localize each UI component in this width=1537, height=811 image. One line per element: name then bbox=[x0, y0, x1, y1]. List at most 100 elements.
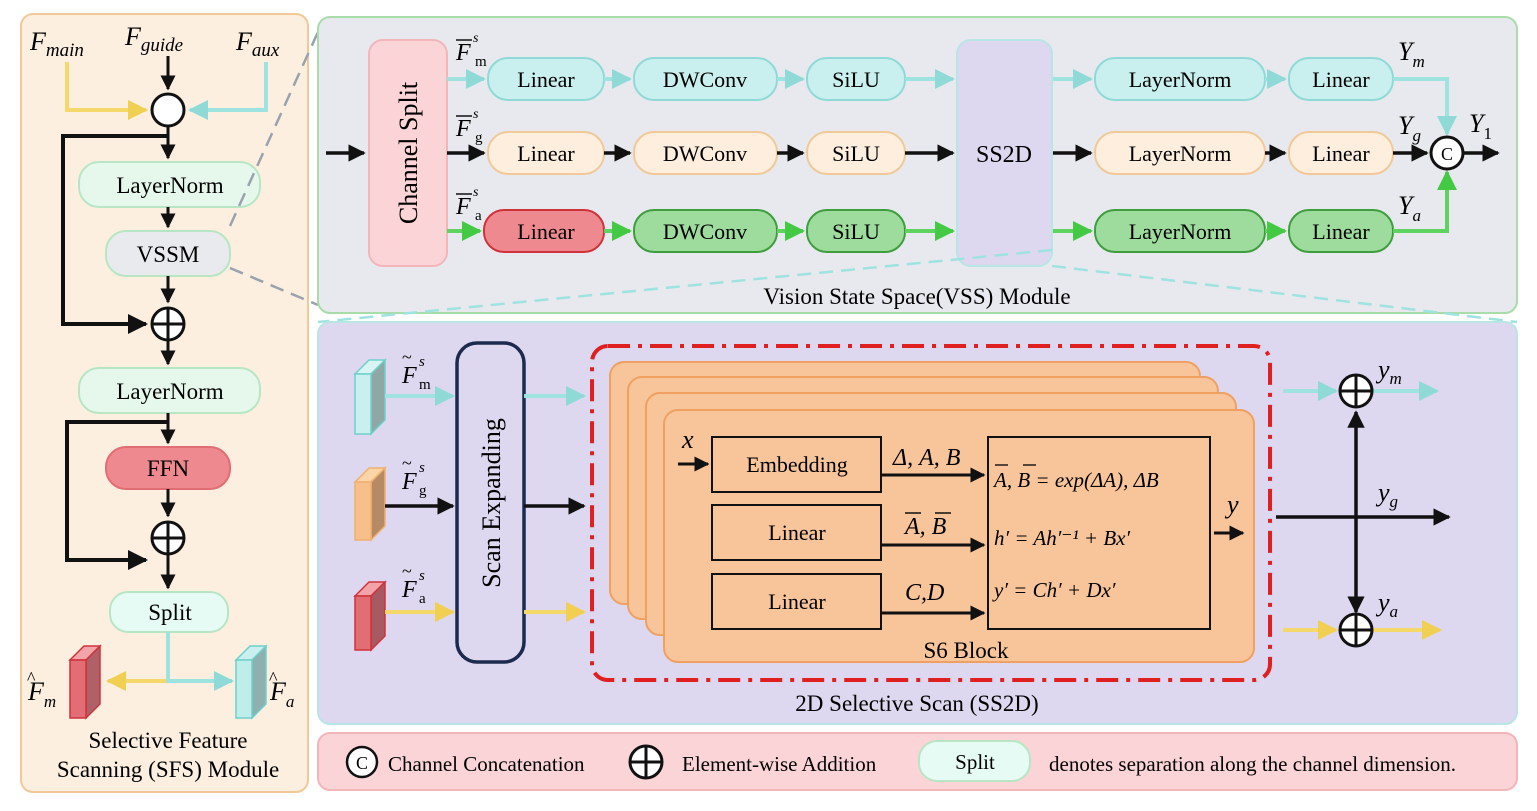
s6-eq-1: A, B = exp(ΔA), ΔB bbox=[992, 464, 1159, 492]
zoom-line-ss2d-right bbox=[1051, 264, 1518, 324]
svg-text:s: s bbox=[419, 354, 425, 370]
sfs-output-m-hat: ^ bbox=[27, 668, 36, 688]
sfs-input-aux: Faux bbox=[235, 27, 280, 61]
s6-dashdot-frame bbox=[590, 344, 1272, 682]
svg-text:m: m bbox=[419, 377, 431, 393]
s6-x-label: x bbox=[681, 425, 694, 454]
vss-g-linear2-label: Linear bbox=[1312, 141, 1370, 166]
vss-g-layernorm-label: LayerNorm bbox=[1129, 141, 1232, 166]
vss-g-dwconv-label: DWConv bbox=[663, 141, 747, 166]
vss-m-layernorm-label: LayerNorm bbox=[1129, 67, 1232, 92]
svg-text:a: a bbox=[419, 591, 426, 607]
sfs-aux-arrow bbox=[188, 62, 268, 120]
legend-add-icon bbox=[628, 744, 664, 780]
s6-linear-1-label: Linear bbox=[768, 520, 826, 545]
sfs-ffn-label: FFN bbox=[147, 456, 190, 481]
svg-text:F: F bbox=[401, 577, 417, 603]
vss-a-silu-label: SiLU bbox=[832, 219, 880, 244]
vss-caption: Vision State Space(VSS) Module bbox=[763, 284, 1070, 309]
vss-g-linear-label: Linear bbox=[517, 141, 575, 166]
legend-concat-icon bbox=[345, 745, 379, 779]
ss2d-add-m bbox=[1338, 373, 1374, 409]
ss2d-out-a-label: ya bbox=[1375, 588, 1398, 621]
svg-text:s: s bbox=[419, 460, 425, 476]
s6-label-1: Δ, A, B bbox=[892, 445, 961, 471]
legend-panel bbox=[317, 732, 1518, 791]
sfs-input-guide: Fguide bbox=[124, 22, 183, 56]
sfs-vssm-label: VSSM bbox=[137, 242, 200, 267]
s6-caption: S6 Block bbox=[924, 638, 1009, 663]
vss-m-linear2-label: Linear bbox=[1312, 67, 1370, 92]
s6-embedding-label: Embedding bbox=[746, 452, 847, 477]
s6-equations-box bbox=[987, 436, 1211, 630]
vss-final-out: Y1 bbox=[1469, 109, 1492, 143]
vss-row-g: Linear DWConv SiLU LayerNorm Linear Yg bbox=[447, 111, 1429, 175]
vss-a-linear2-label: Linear bbox=[1312, 219, 1370, 244]
sfs-split-label: Split bbox=[148, 600, 192, 625]
s6-label-2: A, B bbox=[903, 512, 951, 540]
svg-text:s: s bbox=[473, 31, 479, 46]
vss-m-linear-label: Linear bbox=[517, 67, 575, 92]
vss-module: Channel Split F s m F s g F s a Linear bbox=[317, 16, 1518, 314]
sfs-output-tensor-a bbox=[234, 644, 268, 720]
vss-input-label-m: F s m bbox=[455, 31, 487, 70]
sfs-merge-circle bbox=[150, 92, 186, 128]
ss2d-input-label-a: F ~ s a bbox=[401, 561, 426, 607]
svg-text:s: s bbox=[473, 107, 479, 122]
ss2d-out-g-label: yg bbox=[1375, 478, 1398, 511]
sfs-input-main: Fmain bbox=[29, 27, 84, 61]
vss-a-linear-label: Linear bbox=[517, 219, 575, 244]
vss-row-m: Linear DWConv SiLU LayerNorm Linear Ym bbox=[447, 37, 1457, 136]
s6-eq-3: y′ = Ch′ + Dx′ bbox=[992, 578, 1116, 602]
sfs-residual-arrow-1 bbox=[61, 134, 168, 334]
sfs-residual-arrow-2 bbox=[65, 420, 168, 570]
svg-text:m: m bbox=[475, 54, 487, 70]
ss2d-input-tensor-m bbox=[353, 358, 387, 436]
s6-linear-2 bbox=[711, 573, 882, 630]
legend: C Channel Concatenation Element-wise Add… bbox=[317, 732, 1518, 791]
vss-m-dwconv-label: DWConv bbox=[663, 67, 747, 92]
svg-text:F: F bbox=[401, 363, 417, 389]
vss-input-label-g: F s g bbox=[455, 107, 483, 146]
legend-concat-symbol: C bbox=[356, 753, 368, 773]
sfs-output-a-label: Fa bbox=[269, 677, 294, 711]
svg-text:F: F bbox=[455, 116, 471, 142]
vss-a-dwconv-label: DWConv bbox=[663, 219, 747, 244]
sfs-layernorm-2-label: LayerNorm bbox=[116, 379, 223, 404]
legend-split-desc: denotes separation along the channel dim… bbox=[1049, 752, 1456, 776]
s6-label-3: C,D bbox=[905, 580, 944, 606]
svg-text:F: F bbox=[455, 40, 471, 66]
sfs-output-m-label: Fm bbox=[27, 677, 56, 711]
ss2d-module: F ~ s m F ~ s g F ~ s a Scan Expanding bbox=[317, 321, 1518, 725]
zoom-line-ss2d-left bbox=[317, 248, 1053, 324]
vss-out-g: Yg bbox=[1398, 111, 1421, 145]
ss2d-input-label-m: F ~ s m bbox=[401, 347, 431, 393]
vss-ss2d-block bbox=[956, 39, 1053, 267]
vss-ss2d-label: SS2D bbox=[976, 142, 1032, 168]
s6-linear-2-label: Linear bbox=[768, 589, 826, 614]
ss2d-input-label-g: F ~ s g bbox=[401, 453, 427, 499]
svg-text:F: F bbox=[455, 194, 471, 220]
svg-text:g: g bbox=[419, 483, 427, 499]
zoom-line-top bbox=[228, 31, 320, 227]
s6-y-label: y bbox=[1224, 490, 1239, 519]
svg-text:~: ~ bbox=[402, 347, 412, 367]
legend-concat-label: Channel Concatenation bbox=[388, 752, 585, 776]
svg-text:s: s bbox=[419, 568, 425, 584]
s6-eq-2: h′ = Ah′⁻¹ + Bx′ bbox=[994, 526, 1131, 550]
legend-split-label: Split bbox=[955, 750, 995, 774]
svg-text:g: g bbox=[475, 130, 483, 146]
svg-text:F: F bbox=[401, 469, 417, 495]
zoom-line-bottom bbox=[229, 266, 319, 307]
ss2d-scan-expanding-label: Scan Expanding bbox=[477, 418, 506, 588]
sfs-caption-line2: Scanning (SFS) Module bbox=[57, 757, 279, 782]
svg-text:~: ~ bbox=[402, 453, 412, 473]
ss2d-input-tensor-a bbox=[353, 580, 387, 652]
ss2d-caption: 2D Selective Scan (SS2D) bbox=[795, 691, 1038, 716]
legend-add-label: Element-wise Addition bbox=[682, 752, 877, 776]
ss2d-out-m-label: ym bbox=[1375, 355, 1402, 388]
sfs-layernorm-1-label: LayerNorm bbox=[116, 173, 223, 198]
s6-embedding bbox=[711, 436, 882, 493]
ss2d-add-a bbox=[1338, 612, 1374, 648]
